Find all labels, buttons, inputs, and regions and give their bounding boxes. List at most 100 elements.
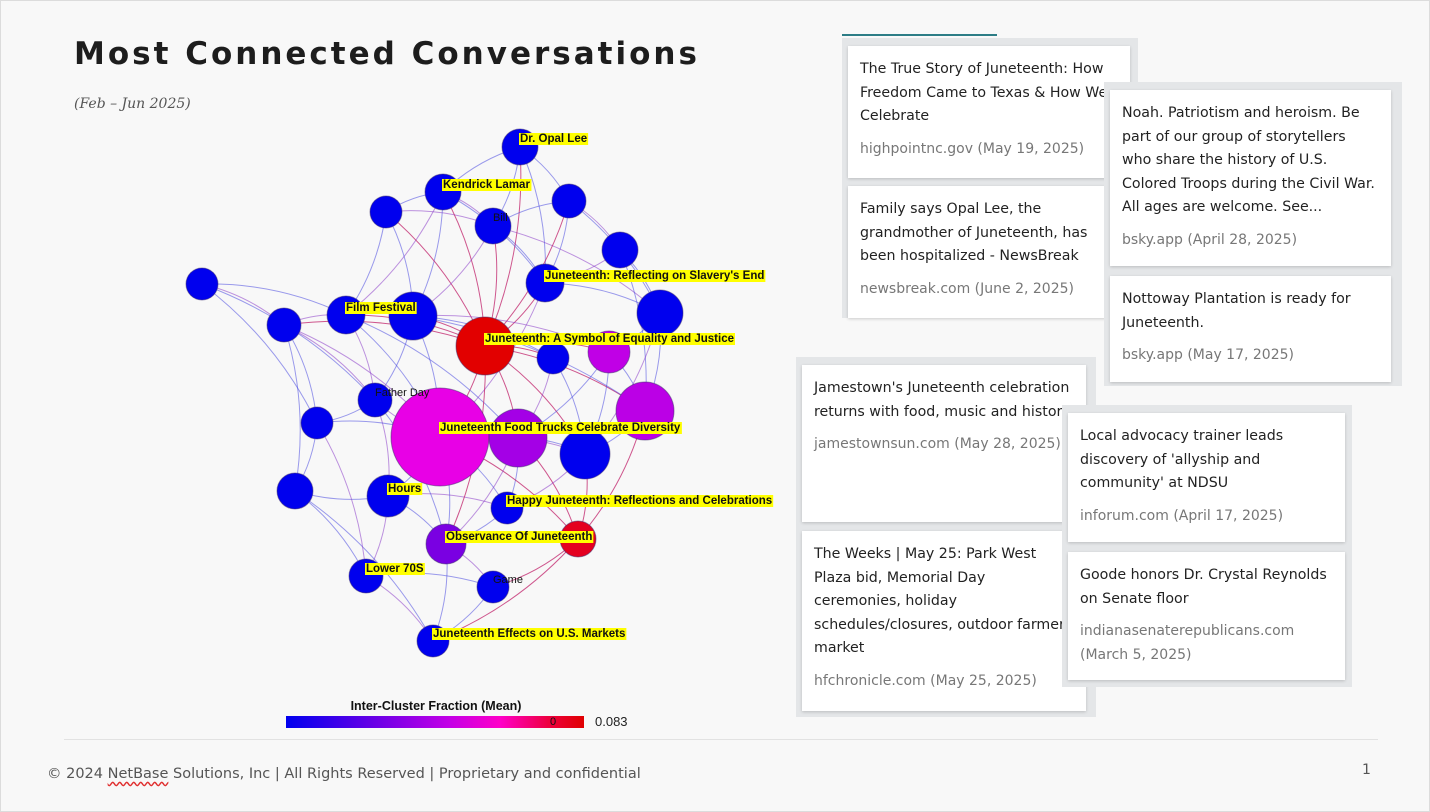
graph-node[interactable] (476, 570, 510, 604)
node-label: Game (493, 574, 523, 586)
node-label-text: Juneteenth Food Trucks Celebrate Diversi… (440, 422, 681, 434)
news-card[interactable]: The True Story of Juneteenth: How Freedo… (848, 46, 1130, 178)
accent-line (842, 34, 997, 36)
node-label: Juneteenth Food Trucks Celebrate Diversi… (439, 422, 682, 434)
graph-node[interactable] (425, 523, 467, 565)
graph-node[interactable] (636, 289, 684, 337)
graph-edge (316, 422, 367, 577)
node-label-highlight (442, 179, 532, 191)
node-label-text: Bill (493, 212, 508, 224)
node-label-text: Kendrick Lamar (443, 179, 530, 191)
colorbar-title: Inter-Cluster Fraction (Mean) (350, 699, 522, 713)
graph-node[interactable] (276, 472, 314, 510)
node-label-text: Juneteenth: A Symbol of Equality and Jus… (485, 333, 734, 345)
node-label-highlight (345, 302, 417, 314)
news-card[interactable]: Noah. Patriotism and heroism. Be part of… (1110, 90, 1391, 266)
node-label-text: Juneteenth Effects on U.S. Markets (433, 628, 625, 640)
node-label-text: Father Day (375, 387, 430, 399)
graph-edge (283, 324, 301, 492)
node-label: Father Day (375, 387, 430, 399)
node-label: Kendrick Lamar (442, 179, 532, 191)
card-source: indianasenaterepublicans.com (March 5, 2… (1080, 623, 1295, 663)
card-panel-1: The True Story of Juneteenth: How Freedo… (842, 38, 1138, 318)
graph-node[interactable] (366, 474, 410, 518)
card-title: Jamestown's Juneteenth celebration retur… (814, 380, 1071, 420)
node-label-highlight (445, 531, 594, 543)
node-label: Juneteenth: Reflecting on Slavery's End (544, 270, 766, 282)
graph-node[interactable] (388, 291, 438, 341)
footer-divider (64, 739, 1378, 740)
slide-subtitle: (Feb – Jun 2025) (74, 96, 191, 112)
graph-nodes (185, 128, 684, 658)
footer-rest: Solutions, Inc | All Rights Reserved | P… (168, 766, 641, 782)
card-panel-4: Local advocacy trainer leads discovery o… (1062, 405, 1352, 687)
card-source: inforum.com (April 17, 2025) (1080, 507, 1284, 524)
node-label-text: Hours (388, 483, 421, 495)
node-label: Film Festival (345, 302, 417, 314)
node-label: Observance Of Juneteenth (445, 531, 594, 543)
colorbar-max-label: 0.083 (595, 714, 628, 729)
node-label: Hours (387, 483, 423, 495)
card-title: The Weeks | May 25: Park West Plaza bid,… (814, 546, 1073, 657)
news-card[interactable]: Jamestown's Juneteenth celebration retur… (802, 365, 1086, 522)
graph-node[interactable] (369, 195, 403, 229)
node-label-highlight (365, 563, 425, 575)
graph-edge (294, 490, 434, 642)
node-label-highlight (519, 133, 589, 145)
node-label: Lower 70S (365, 563, 425, 575)
page-number: 1 (1362, 762, 1371, 778)
node-label: Juneteenth: A Symbol of Equality and Jus… (484, 333, 735, 345)
card-title: Local advocacy trainer leads discovery o… (1080, 428, 1284, 492)
node-label-highlight (544, 270, 766, 282)
graph-node[interactable] (455, 316, 515, 376)
news-card[interactable]: Goode honors Dr. Crystal Reynolds on Sen… (1068, 552, 1345, 680)
node-label-text: Happy Juneteenth: Reflections and Celebr… (507, 495, 772, 507)
node-label-highlight (484, 333, 735, 345)
graph-node[interactable] (559, 428, 611, 480)
node-label-highlight (506, 495, 774, 507)
graph-edge (201, 283, 347, 316)
graph-node[interactable] (474, 207, 512, 245)
card-source: highpointnc.gov (May 19, 2025) (860, 140, 1085, 157)
graph-edge (365, 572, 494, 588)
news-card[interactable]: Family says Opal Lee, the grandmother of… (848, 186, 1106, 318)
node-label-text: Observance Of Juneteenth (446, 531, 592, 543)
node-label: Juneteenth Effects on U.S. Markets (432, 628, 627, 640)
news-card[interactable]: Nottoway Plantation is ready for Junetee… (1110, 276, 1391, 382)
card-title: Noah. Patriotism and heroism. Be part of… (1122, 105, 1375, 216)
colorbar-mid-label: 0 (550, 716, 557, 728)
graph-node[interactable] (185, 267, 219, 301)
node-label: Bill (493, 212, 508, 224)
node-label-text: Juneteenth: Reflecting on Slavery's End (545, 270, 764, 282)
graph-node[interactable] (300, 406, 334, 440)
graph-node[interactable] (551, 183, 587, 219)
news-card[interactable]: Local advocacy trainer leads discovery o… (1068, 413, 1345, 542)
colorbar (286, 716, 584, 728)
node-label-text: Lower 70S (366, 563, 424, 575)
graph-node[interactable] (601, 231, 639, 269)
graph-node[interactable] (357, 382, 393, 418)
node-label: Dr. Opal Lee (519, 133, 589, 145)
card-title: Goode honors Dr. Crystal Reynolds on Sen… (1080, 567, 1327, 607)
graph-node[interactable] (536, 341, 570, 375)
graph-node[interactable] (390, 387, 490, 487)
node-label-highlight (439, 422, 682, 434)
node-label: Happy Juneteenth: Reflections and Celebr… (506, 495, 774, 507)
graph-node[interactable] (266, 307, 302, 343)
graph-edge (412, 315, 646, 412)
card-title: The True Story of Juneteenth: How Freedo… (860, 61, 1108, 125)
card-source: newsbreak.com (June 2, 2025) (860, 280, 1074, 297)
card-title: Nottoway Plantation is ready for Junetee… (1122, 291, 1351, 331)
node-label-text: Dr. Opal Lee (520, 133, 587, 145)
card-panel-2: Noah. Patriotism and heroism. Be part of… (1104, 82, 1402, 386)
graph-edge (201, 283, 318, 424)
card-source: jamestownsun.com (May 28, 2025) (814, 436, 1061, 453)
footer-text: © 2024 NetBase Solutions, Inc | All Righ… (47, 766, 641, 782)
card-source: bsky.app (May 17, 2025) (1122, 347, 1294, 364)
card-title: Family says Opal Lee, the grandmother of… (860, 201, 1088, 265)
graph-node[interactable] (488, 408, 548, 468)
node-label-highlight (387, 483, 423, 495)
news-card[interactable]: The Weeks | May 25: Park West Plaza bid,… (802, 531, 1086, 711)
